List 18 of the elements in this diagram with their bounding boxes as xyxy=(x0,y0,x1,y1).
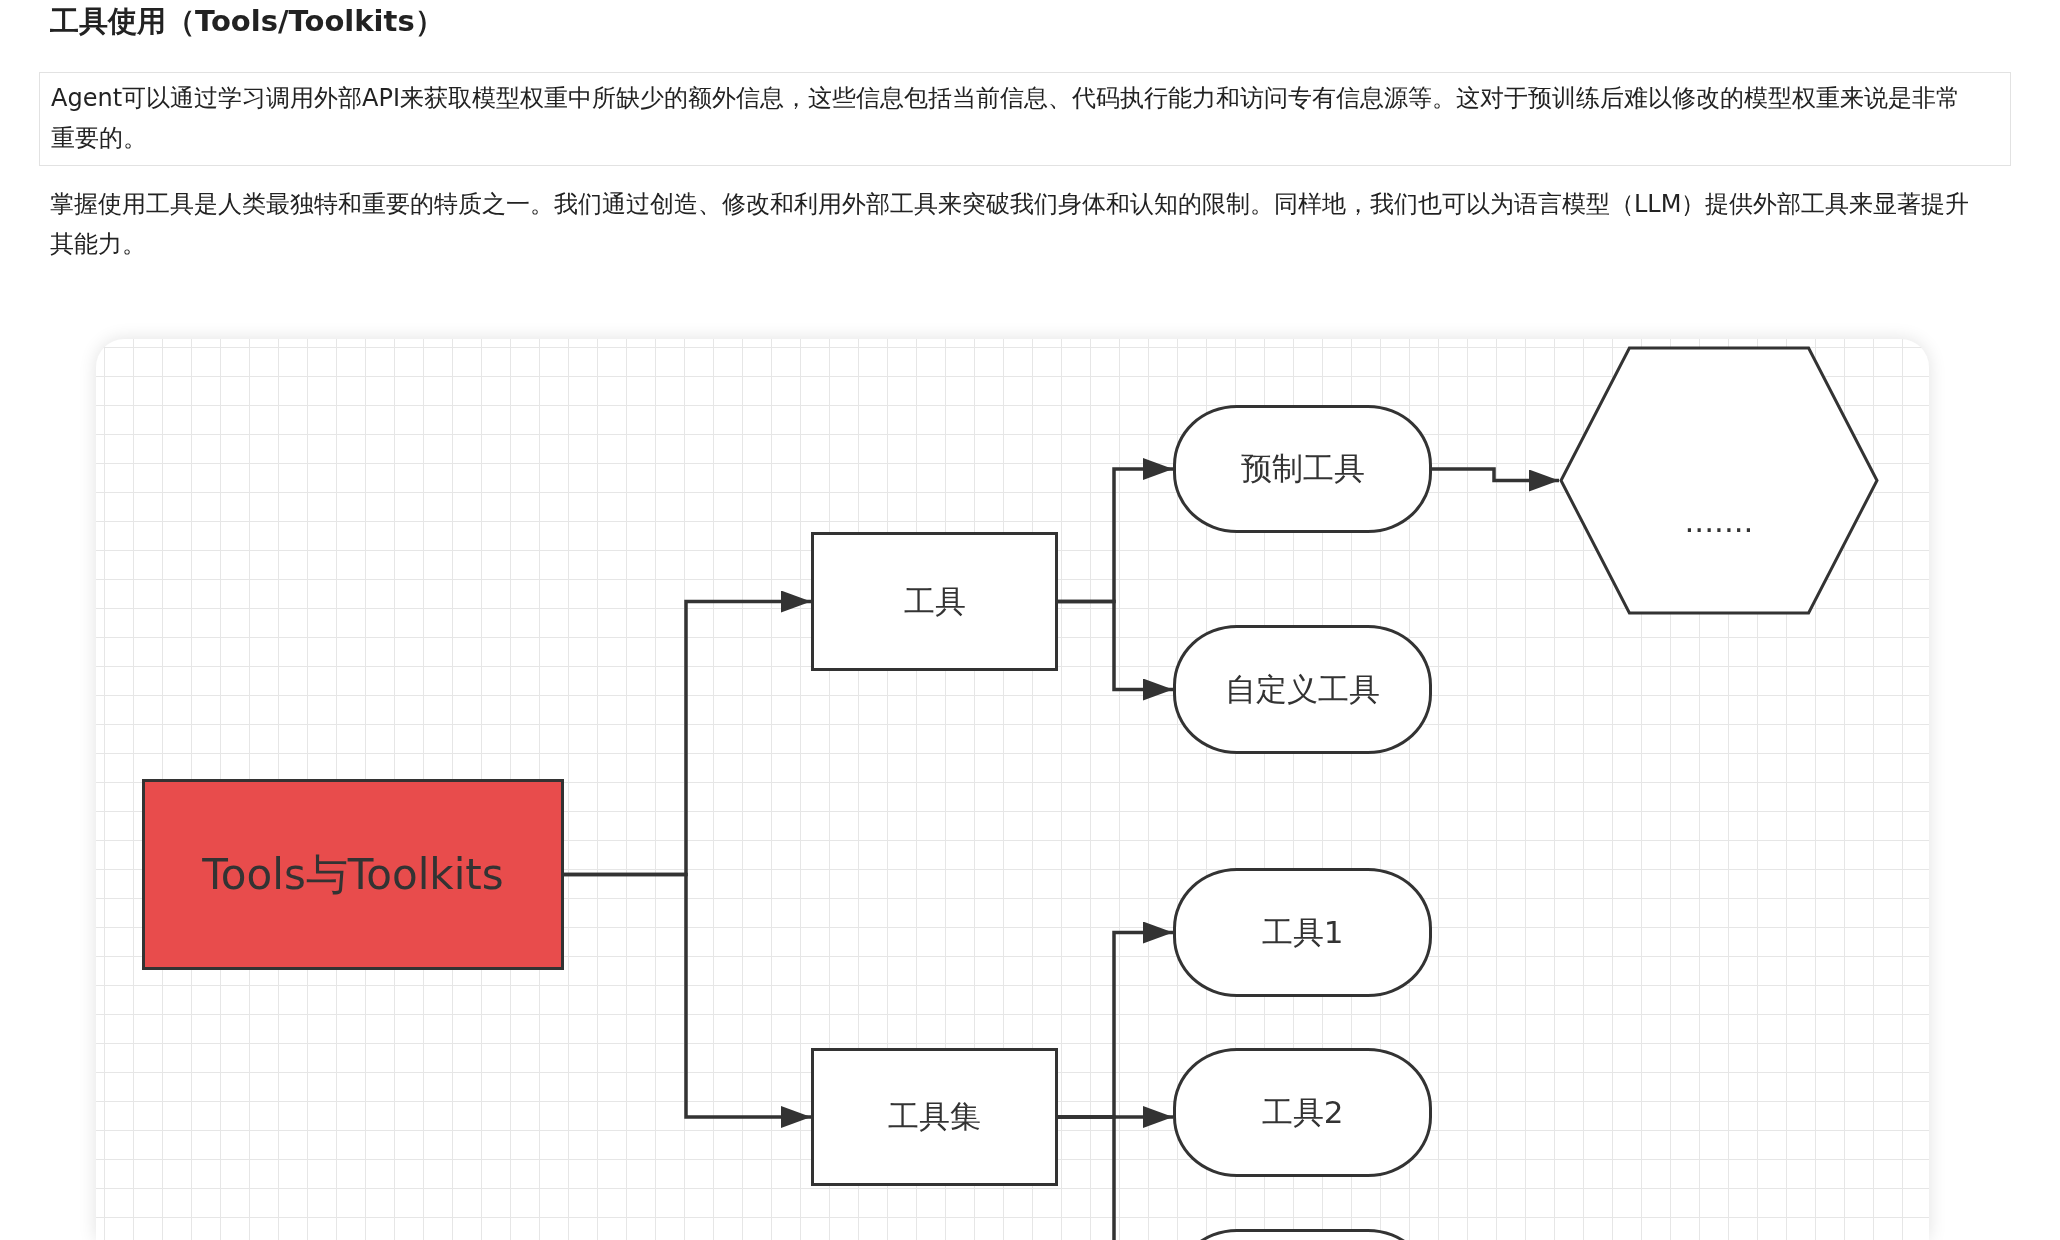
paragraph: 掌握使用工具是人类最独特和重要的特质之一。我们通过创造、修改和利用外部工具来突破我们身体和认知的限制。同样地，我们也可以为语言模型（LLM）提供外部工具来显著提升其能力。 xyxy=(50,189,1971,260)
arrow xyxy=(1432,467,1559,492)
arrow xyxy=(564,872,811,1128)
process-box xyxy=(811,1048,1058,1186)
process-box xyxy=(811,532,1058,671)
page-heading: 工具使用（Tools/Toolkits） xyxy=(50,3,444,40)
node-label: 工具2 xyxy=(1261,1092,1344,1132)
paragraph: Agent可以通过学习调用外部API来获取模型权重中所缺少的额外信息，这些信息包括当前信息、代码执行能力和访问专有信息源等。这对于预训练后难以修改的模型权重来说是非常重要的。 xyxy=(51,83,1961,154)
hexagon-node xyxy=(1559,346,1879,615)
node-label: 工具 xyxy=(903,581,966,621)
node-label: Tools与Toolkits xyxy=(202,848,504,901)
node-label: 工具1 xyxy=(1261,912,1344,952)
arrow xyxy=(1058,599,1173,701)
node-label: 自定义工具 xyxy=(1225,669,1380,709)
node-label: ....... xyxy=(1684,502,1754,539)
process-box xyxy=(142,779,564,970)
node-label: 预制工具 xyxy=(1240,449,1365,488)
node-label: 工具集 xyxy=(888,1097,981,1136)
